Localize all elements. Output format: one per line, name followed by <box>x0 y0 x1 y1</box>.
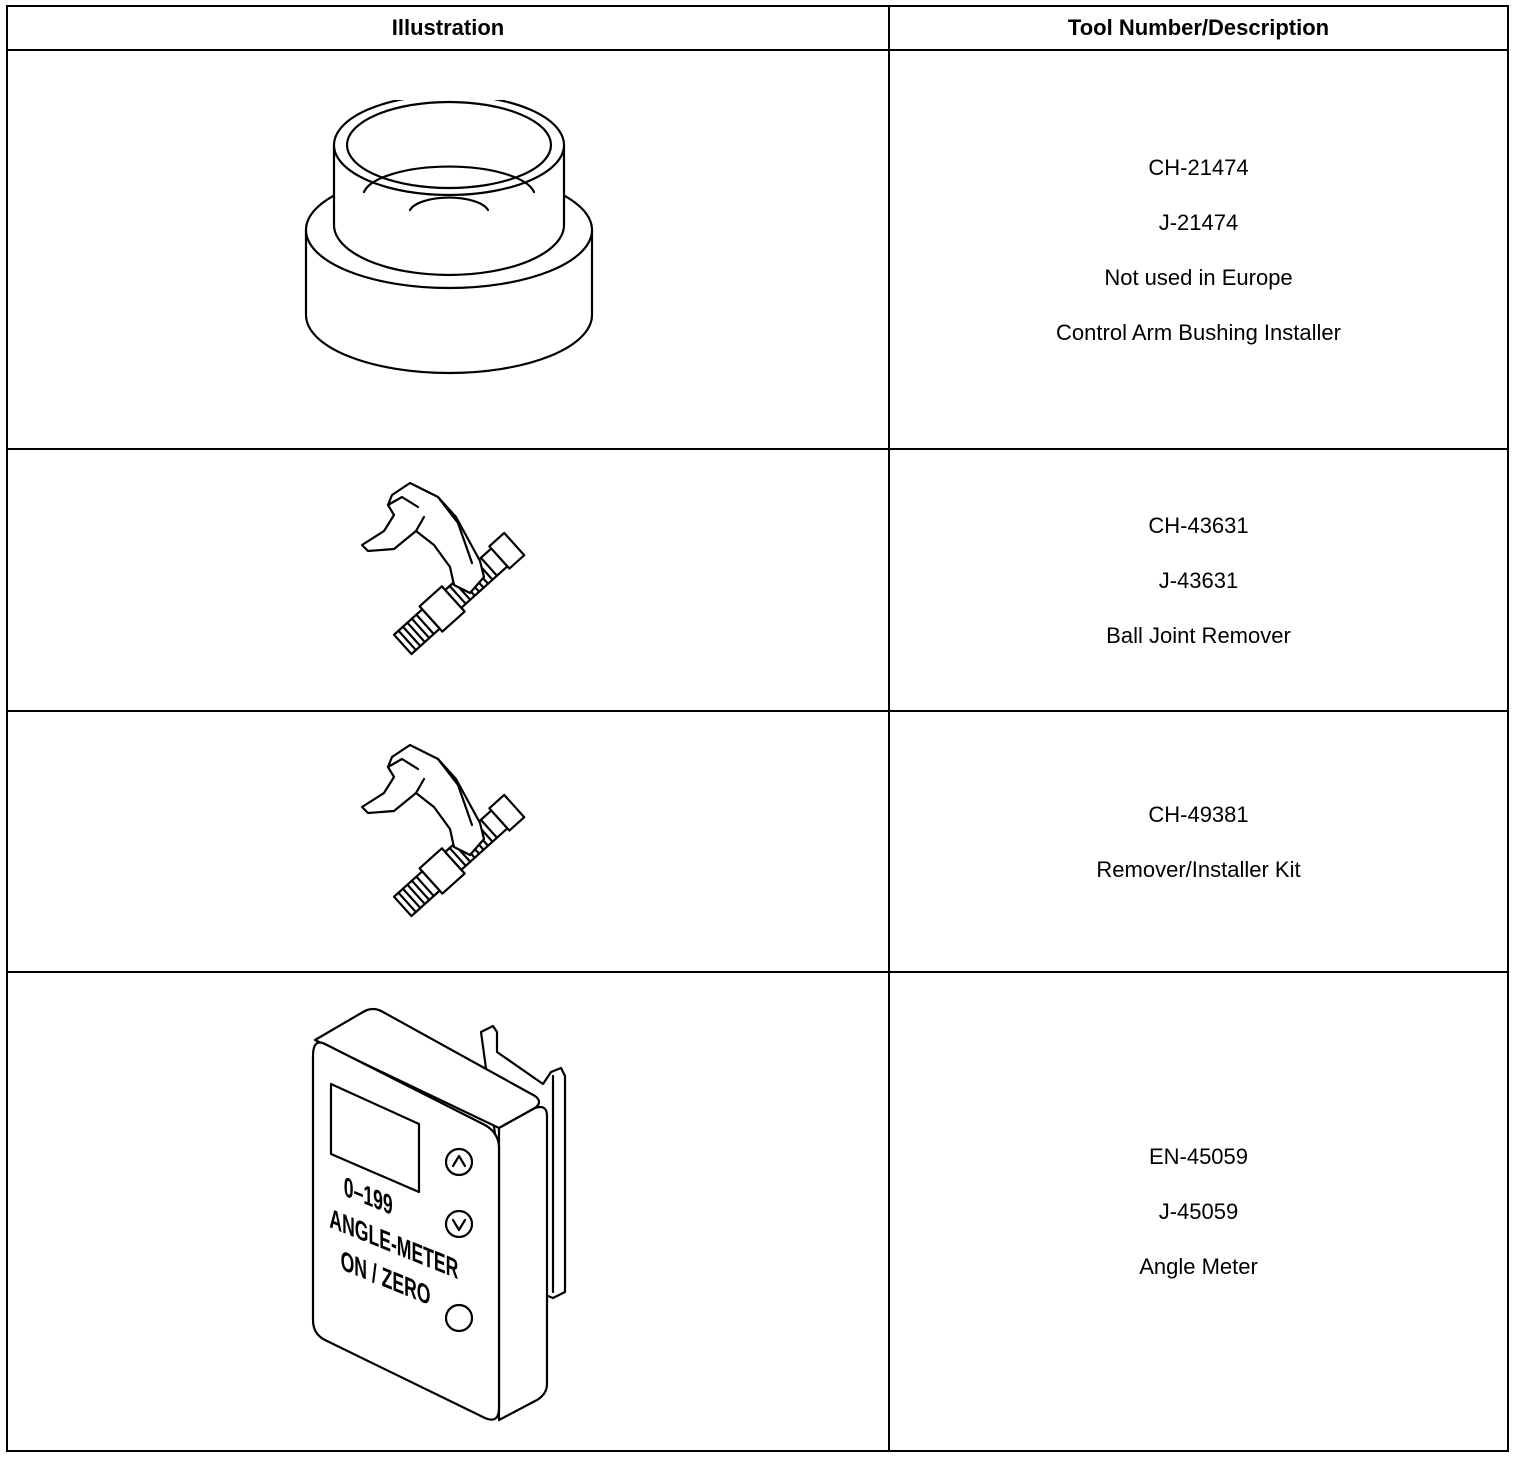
angle-meter-icon: 0–199 ANGLE-METER ON / ZERO <box>311 1007 567 1421</box>
tool-description: Control Arm Bushing Installer <box>1056 319 1341 345</box>
tool-number: J-43631 <box>1158 567 1239 593</box>
tool-description: Ball Joint Remover <box>1106 622 1291 648</box>
bushing-installer-icon <box>304 99 594 374</box>
illustration-cell <box>6 49 890 450</box>
table-row: 0–199 ANGLE-METER ON / ZERO EN-45059 J-4… <box>6 971 1509 1452</box>
tool-description: Remover/Installer Kit <box>1096 856 1301 882</box>
table-row: CH-43631 J-43631 Ball Joint Remover <box>6 448 1509 712</box>
table-row: CH-21474 J-21474 Not used in Europe Cont… <box>6 49 1509 450</box>
illustration-cell: 0–199 ANGLE-METER ON / ZERO <box>6 971 890 1452</box>
header-illustration: Illustration <box>6 5 890 51</box>
remover-installer-kit-icon <box>360 743 526 917</box>
ball-joint-remover-icon <box>360 481 526 656</box>
illustration-cell <box>6 448 890 712</box>
tool-number: CH-49381 <box>1148 801 1249 827</box>
illustration-cell <box>6 710 890 973</box>
tool-number: J-21474 <box>1158 209 1239 235</box>
description-cell: CH-43631 J-43631 Ball Joint Remover <box>888 448 1509 712</box>
tool-description: Angle Meter <box>1139 1254 1258 1279</box>
header-tool-description: Tool Number/Description <box>888 5 1509 51</box>
table-header-row: Illustration Tool Number/Description <box>6 5 1509 51</box>
tool-number: CH-21474 <box>1148 154 1249 180</box>
tool-note: Not used in Europe <box>1104 264 1293 290</box>
special-tools-table: Illustration Tool Number/Description <box>6 5 1509 1452</box>
description-cell: CH-49381 Remover/Installer Kit <box>888 710 1509 973</box>
tool-number: EN-45059 <box>1148 1144 1249 1169</box>
table-row: CH-49381 Remover/Installer Kit <box>6 710 1509 973</box>
tool-number: J-45059 <box>1158 1199 1239 1224</box>
description-cell: EN-45059 J-45059 Angle Meter <box>888 971 1509 1452</box>
tool-number: CH-43631 <box>1148 512 1249 538</box>
description-cell: CH-21474 J-21474 Not used in Europe Cont… <box>888 49 1509 450</box>
